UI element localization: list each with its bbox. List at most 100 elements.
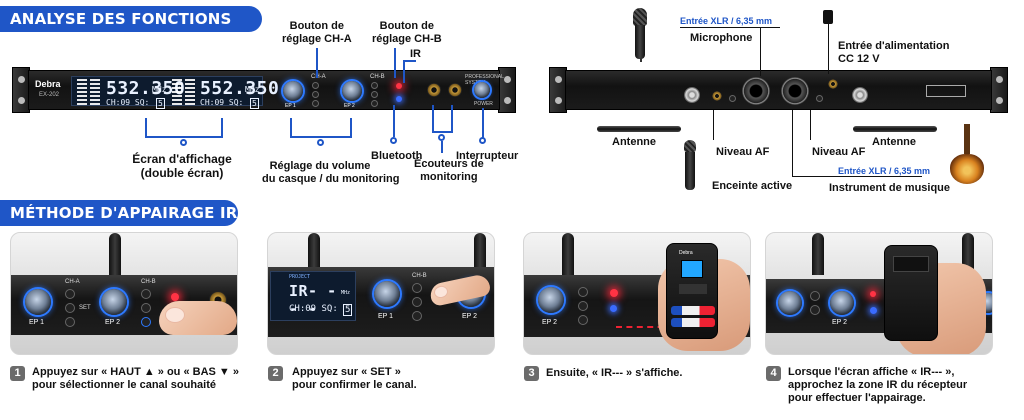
up-button[interactable]: [65, 289, 75, 299]
chb-down-button[interactable]: [371, 100, 378, 107]
step-3-badge: 3: [524, 366, 539, 381]
cert-label: [926, 85, 966, 97]
cha-set-button[interactable]: [312, 91, 319, 98]
headphone-jack-1[interactable]: [427, 83, 441, 97]
ep1-knob[interactable]: [374, 281, 400, 307]
headphone-jack-2[interactable]: [448, 83, 462, 97]
power-label: POWER: [474, 101, 493, 107]
label-antenna-left: Antenne: [612, 136, 656, 148]
ir-led: [870, 291, 876, 297]
dual-display-screen: 532.350 MHz CH:09 SQ: 5 552.350 MHz CH:0…: [71, 76, 279, 109]
ir-led: [610, 289, 618, 297]
section-banner-ir-pairing: MÉTHODE D'APPAIRAGE IR: [0, 200, 238, 226]
set-button[interactable]: [65, 303, 75, 313]
fingernail: [432, 284, 450, 300]
dot-bluetooth: [390, 137, 397, 144]
af-level-b-knob[interactable]: [816, 95, 823, 102]
dot-headphones: [438, 134, 445, 141]
screen-b-unit: MHz: [245, 85, 260, 94]
cha-up-button[interactable]: [312, 82, 319, 89]
ep2-knob[interactable]: [538, 287, 564, 313]
set-button[interactable]: [412, 297, 422, 307]
up-button-b[interactable]: [141, 289, 151, 299]
bluetooth-led: [610, 305, 617, 312]
ep2-knob[interactable]: [101, 289, 127, 315]
antenna-icon: [812, 233, 824, 275]
fingernail: [165, 307, 185, 323]
up-button[interactable]: [412, 283, 422, 293]
down-button-b[interactable]: [141, 317, 151, 327]
screen-a-unit: MHz: [152, 85, 167, 94]
output-jack[interactable]: [712, 91, 722, 101]
vu-meter-a: [77, 79, 87, 105]
ep1-knob[interactable]: [778, 291, 802, 315]
set-button[interactable]: [810, 305, 820, 315]
chb-set-button[interactable]: [371, 91, 378, 98]
vu-meter-b: [172, 79, 182, 105]
bracket-volume-left: [290, 118, 292, 138]
label-ir: IR: [410, 48, 421, 60]
bodypack-receiver: [884, 245, 938, 341]
pointer-cha: [316, 48, 318, 78]
ep2-volume-knob[interactable]: [342, 81, 362, 101]
label-af-left: Niveau AF: [716, 146, 770, 158]
device-closeup: PROJECT IR- - - - MHz CH:09 SQ: 5 EP 1 C…: [268, 267, 494, 337]
cha-label: CH-A: [65, 279, 80, 285]
ep1-label: EP 1: [378, 313, 394, 320]
antenna-a-connector[interactable]: [684, 87, 700, 103]
screen-sq: 5: [343, 304, 353, 316]
ep2-label: EP 2: [542, 319, 558, 326]
front-panel-body: Debra EX-202 532.350 MHz CH:09 SQ: 5 552…: [28, 70, 504, 110]
battery-2: [671, 318, 715, 327]
bracket-volume-right: [350, 118, 352, 138]
cha-down-button[interactable]: [312, 100, 319, 107]
chb-up-button[interactable]: [371, 82, 378, 89]
ep1-label: EP 1: [285, 103, 296, 109]
down-button[interactable]: [65, 317, 75, 327]
dot-volume: [317, 139, 324, 146]
down-button[interactable]: [578, 315, 588, 325]
xlr-input-b[interactable]: [781, 77, 809, 105]
step-1-badge: 1: [10, 366, 25, 381]
vu-meter-b2: [185, 79, 195, 105]
ep2-knob[interactable]: [830, 291, 854, 315]
ep1-knob[interactable]: [25, 289, 51, 315]
step-2-badge: 2: [268, 366, 283, 381]
down-button[interactable]: [412, 311, 422, 321]
antenna-b-connector[interactable]: [852, 87, 868, 103]
bracket-hp-bottom: [432, 131, 452, 133]
af-level-a-knob[interactable]: [729, 95, 736, 102]
power-switch[interactable]: [474, 82, 490, 98]
mic-cable: [640, 58, 642, 62]
ir-beam: [616, 326, 674, 328]
antenna-icon: [308, 233, 320, 275]
step-4-text: Lorsque l'écran affiche « IR--- »,approc…: [788, 366, 968, 404]
screen-project: PROJECT: [289, 274, 311, 280]
up-button[interactable]: [810, 291, 820, 301]
xlr-input-a[interactable]: [742, 77, 770, 105]
step-3-text: Ensuite, « IR--- » s'affiche.: [546, 367, 683, 379]
microphone-body: [635, 25, 645, 59]
ep1-volume-knob[interactable]: [283, 81, 303, 101]
power-cable: [828, 24, 829, 74]
set-button[interactable]: [578, 301, 588, 311]
rear-panel-body: [565, 70, 992, 110]
brand-logo: Debra: [35, 79, 61, 89]
receiver-clip: [893, 256, 929, 272]
set-button-b[interactable]: [141, 303, 151, 313]
screen-ir-text: IR- - - -: [289, 282, 337, 318]
up-button[interactable]: [578, 287, 588, 297]
dc-power-input[interactable]: [828, 79, 838, 89]
dot-switch: [479, 137, 486, 144]
ir-screen: PROJECT IR- - - - MHz CH:09 SQ: 5: [270, 271, 356, 321]
ep2-label: EP 2: [344, 103, 355, 109]
screen-b-sq: 5: [250, 98, 259, 109]
microphone-icon: [633, 8, 647, 26]
model-label: EX-202: [39, 92, 60, 98]
af-left-line: [713, 110, 714, 140]
pointer-chb: [394, 48, 396, 78]
bracket-hp-right: [451, 105, 453, 133]
antenna-icon: [109, 233, 121, 275]
bracket-hp-left: [432, 105, 434, 133]
